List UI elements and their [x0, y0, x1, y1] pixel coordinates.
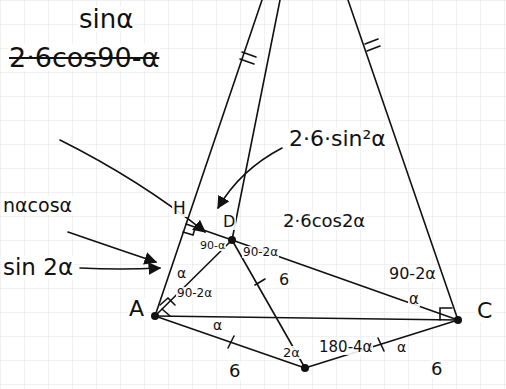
point-label: D — [222, 214, 236, 230]
angle-label: α — [212, 318, 223, 332]
vertex-dots — [151, 236, 462, 372]
length-label: 2·6cos2α — [282, 212, 366, 230]
angle-label: 90-2α — [388, 266, 437, 282]
angle-label: 90-2α — [242, 246, 279, 258]
length-label: 6 — [228, 362, 241, 380]
angle-label: 2α — [282, 346, 301, 359]
point-label: H — [172, 200, 187, 217]
angle-label: 180-4α — [318, 340, 373, 355]
angle-label: 90-2α — [176, 287, 213, 299]
angle-label: α — [176, 266, 187, 280]
length-label: 6 — [430, 360, 443, 378]
point-label: C — [476, 300, 493, 322]
annotation: nαcosα — [2, 196, 73, 215]
length-label: 6 — [278, 272, 290, 288]
annotation: sinα — [78, 6, 134, 32]
angle-label: 90-α — [199, 240, 226, 251]
annotation: 2·6·sin²α — [288, 128, 387, 150]
annotation: sin 2α — [2, 256, 74, 279]
angle-label: α — [408, 292, 420, 307]
point-label: A — [128, 298, 145, 320]
struck-annotation: 2·6cos90-α — [8, 44, 160, 71]
angle-label: α — [396, 340, 407, 354]
